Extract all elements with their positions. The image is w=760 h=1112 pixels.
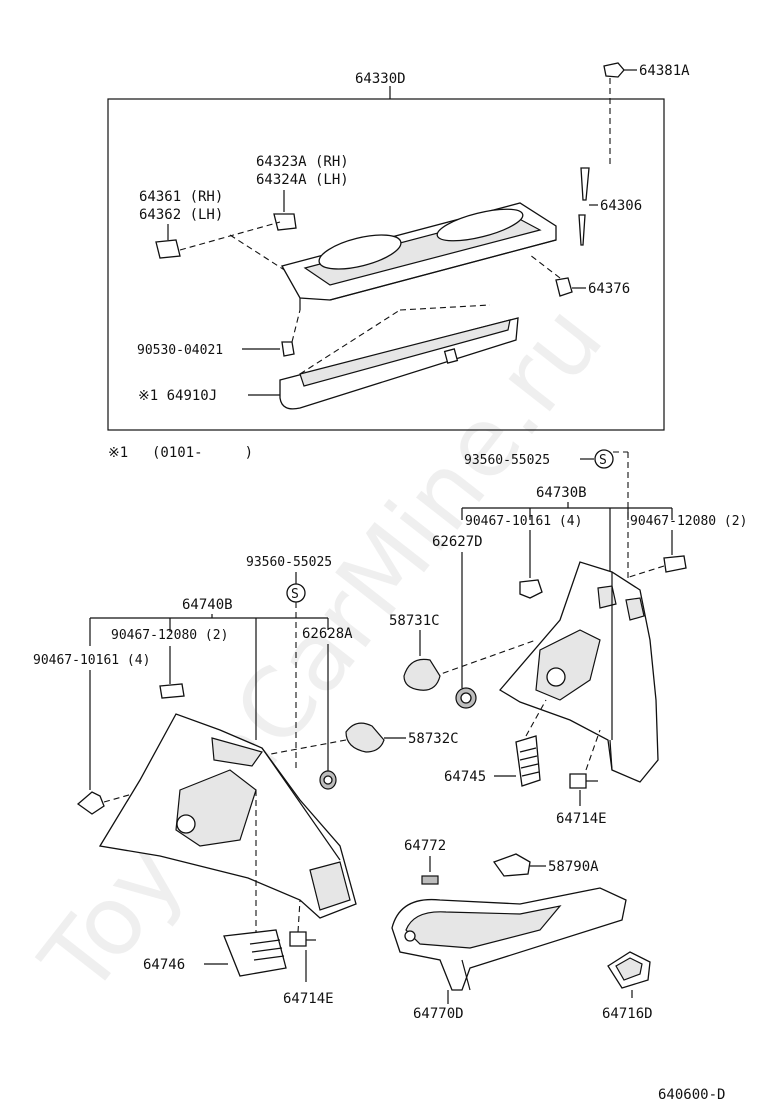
label-64306: 64306	[600, 198, 642, 214]
label-90530-04021: 90530-04021	[137, 343, 223, 358]
label-93560-left: 93560-55025	[246, 555, 332, 570]
footnote-text: (0101- )	[152, 445, 253, 461]
label-64362: 64362 (LH)	[139, 207, 223, 223]
label-93560-right: 93560-55025	[464, 453, 550, 468]
label-58790A: 58790A	[548, 859, 599, 875]
clip-90467-12080-right-part	[663, 555, 687, 573]
label-64714E-right: 64714E	[556, 811, 607, 827]
label-58731C: 58731C	[389, 613, 440, 629]
cover-58731C-part	[403, 658, 441, 691]
label-64770D: 64770D	[413, 1006, 464, 1022]
label-64716D: 64716D	[602, 1006, 653, 1022]
bracket-64323A-part	[273, 213, 297, 231]
s-symbol-right	[594, 449, 614, 469]
quarter-trim-right-part	[499, 561, 659, 783]
clip-90467-10161-right-part	[519, 579, 543, 599]
label-64330D: 64330D	[355, 71, 406, 87]
screw-64714E-right-part	[569, 773, 587, 789]
label-64772: 64772	[404, 838, 446, 854]
package-tray-frame	[107, 98, 665, 431]
label-64740B: 64740B	[182, 597, 233, 613]
label-64745: 64745	[444, 769, 486, 785]
label-64324A: 64324A (LH)	[256, 172, 349, 188]
grille-64745-part	[515, 735, 541, 787]
s-symbol-right-text: S	[599, 453, 607, 468]
label-64910J: ※1 64910J	[138, 388, 217, 404]
label-64381A: 64381A	[639, 63, 690, 79]
label-90467-10161-right: 90467-10161 (4)	[465, 514, 582, 529]
label-64746: 64746	[143, 957, 185, 973]
label-64323A: 64323A (RH)	[256, 154, 349, 170]
label-64361: 64361 (RH)	[139, 189, 223, 205]
garnish-64910J-part	[279, 317, 519, 410]
clip-58790A-part	[492, 853, 531, 877]
clip-90467-10161-left-part	[76, 791, 105, 815]
label-62627D: 62627D	[432, 534, 483, 550]
grille-64746-part	[223, 929, 287, 977]
strap-64306-part	[578, 167, 598, 246]
clip-90467-12080-left-part	[159, 683, 185, 699]
label-90467-12080-left: 90467-12080 (2)	[111, 628, 228, 643]
cover-64716D-part	[607, 951, 651, 989]
package-tray-part	[281, 202, 557, 310]
label-64730B: 64730B	[536, 485, 587, 501]
clip-64381A-part	[603, 62, 637, 78]
label-62628A: 62628A	[302, 626, 353, 642]
label-90467-12080-right: 90467-12080 (2)	[630, 514, 747, 529]
clip-64376-part	[555, 277, 573, 297]
screw-64714E-left-part	[289, 931, 307, 947]
label-90467-10161-left: 90467-10161 (4)	[33, 653, 150, 668]
s-symbol-left-text: S	[291, 587, 299, 602]
cover-58732C-part	[345, 722, 385, 753]
label-64714E-left: 64714E	[283, 991, 334, 1007]
clip-90530-part	[281, 341, 295, 357]
label-58732C: 58732C	[408, 731, 459, 747]
luggage-trim-64770D-part	[391, 887, 627, 991]
pad-64772-part	[421, 875, 439, 885]
footnote-mark: ※1	[108, 445, 128, 461]
quarter-trim-left-part	[98, 713, 357, 919]
bracket-64361-part	[155, 239, 181, 259]
page-code: 640600-D	[658, 1087, 725, 1103]
label-64376: 64376	[588, 281, 630, 297]
